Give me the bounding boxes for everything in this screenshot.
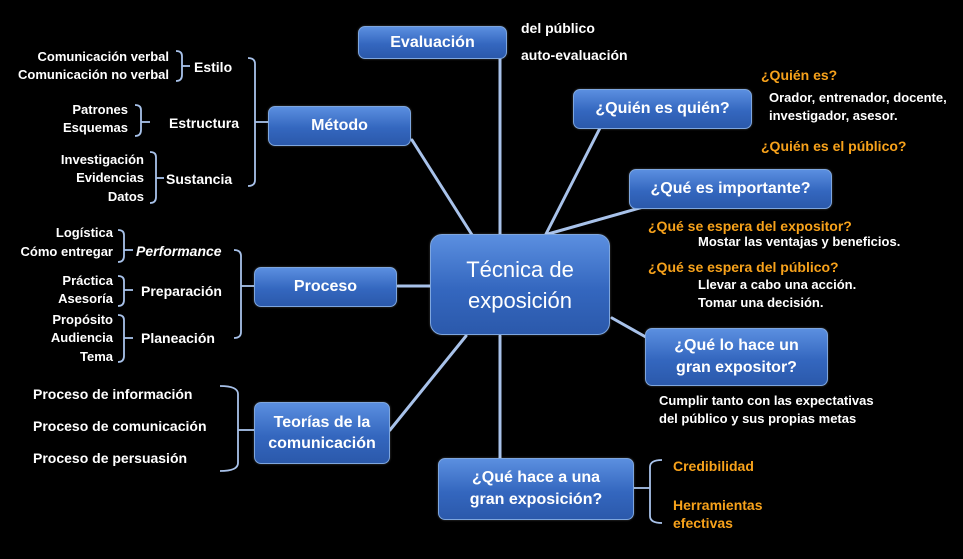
evaluacion-item: auto-evaluación: [521, 47, 628, 63]
evaluacion-item: del público: [521, 20, 595, 36]
importante-question: ¿Qué se espera del público?: [648, 259, 839, 275]
estructura-item: Esquemas: [62, 120, 128, 135]
planeacion-item: Tema: [80, 349, 113, 364]
estructura-item: Patrones: [72, 102, 128, 117]
teorias-item: Proceso de información: [33, 386, 193, 402]
quien-answer: investigador, asesor.: [769, 108, 898, 123]
estilo-label: Estilo: [194, 59, 233, 75]
importante-answer: Mostar las ventajas y beneficios.: [698, 234, 901, 249]
center-node[interactable]: Técnica de exposición: [430, 234, 610, 335]
node-evaluacion[interactable]: Evaluación: [358, 26, 507, 59]
teorias-item: Proceso de persuasión: [33, 450, 188, 466]
node-hace-expositor[interactable]: ¿Qué lo hace un gran expositor?: [645, 328, 828, 386]
expositor-text: del público y sus propias metas: [659, 411, 857, 426]
herramientas-item: Herramientas: [673, 497, 763, 513]
preparacion-item: Práctica: [62, 273, 113, 288]
teorias-item: Proceso de comunicación: [33, 418, 207, 434]
preparacion-label: Preparación: [141, 283, 222, 299]
planeacion-item: Propósito: [52, 312, 113, 327]
quien-question: ¿Quién es?: [761, 67, 838, 83]
credibilidad-item: Credibilidad: [673, 458, 754, 474]
node-metodo[interactable]: Método: [268, 106, 411, 146]
performance-item: Logística: [55, 225, 113, 240]
estilo-item: Comunicación no verbal: [18, 67, 169, 82]
node-hace-exposicion[interactable]: ¿Qué hace a una gran exposición?: [438, 458, 634, 520]
planeacion-label: Planeación: [141, 330, 215, 346]
preparacion-item: Asesoría: [58, 291, 113, 306]
estilo-item: Comunicación verbal: [37, 49, 169, 64]
planeacion-item: Audiencia: [50, 330, 113, 345]
node-teorias[interactable]: Teorías de la comunicación: [254, 402, 390, 464]
node-proceso[interactable]: Proceso: [254, 267, 397, 307]
sustancia-item: Datos: [107, 189, 144, 204]
node-importante[interactable]: ¿Qué es importante?: [629, 169, 832, 209]
performance-item: Cómo entregar: [20, 244, 113, 259]
importante-answer: Llevar a cabo una acción.: [698, 277, 857, 292]
estructura-label: Estructura: [169, 115, 240, 131]
node-quien[interactable]: ¿Quién es quién?: [573, 89, 752, 129]
expositor-text: Cumplir tanto con las expectativas: [659, 393, 874, 408]
sustancia-label: Sustancia: [166, 171, 233, 187]
performance-label: Performance: [136, 243, 222, 259]
herramientas-item: efectivas: [673, 515, 733, 531]
importante-question: ¿Qué se espera del expositor?: [648, 218, 852, 234]
importante-answer: Tomar una decisión.: [698, 295, 824, 310]
quien-question: ¿Quién es el público?: [761, 138, 907, 154]
sustancia-item: Evidencias: [76, 170, 144, 185]
quien-answer: Orador, entrenador, docente,: [769, 90, 947, 105]
sustancia-item: Investigación: [60, 152, 144, 167]
